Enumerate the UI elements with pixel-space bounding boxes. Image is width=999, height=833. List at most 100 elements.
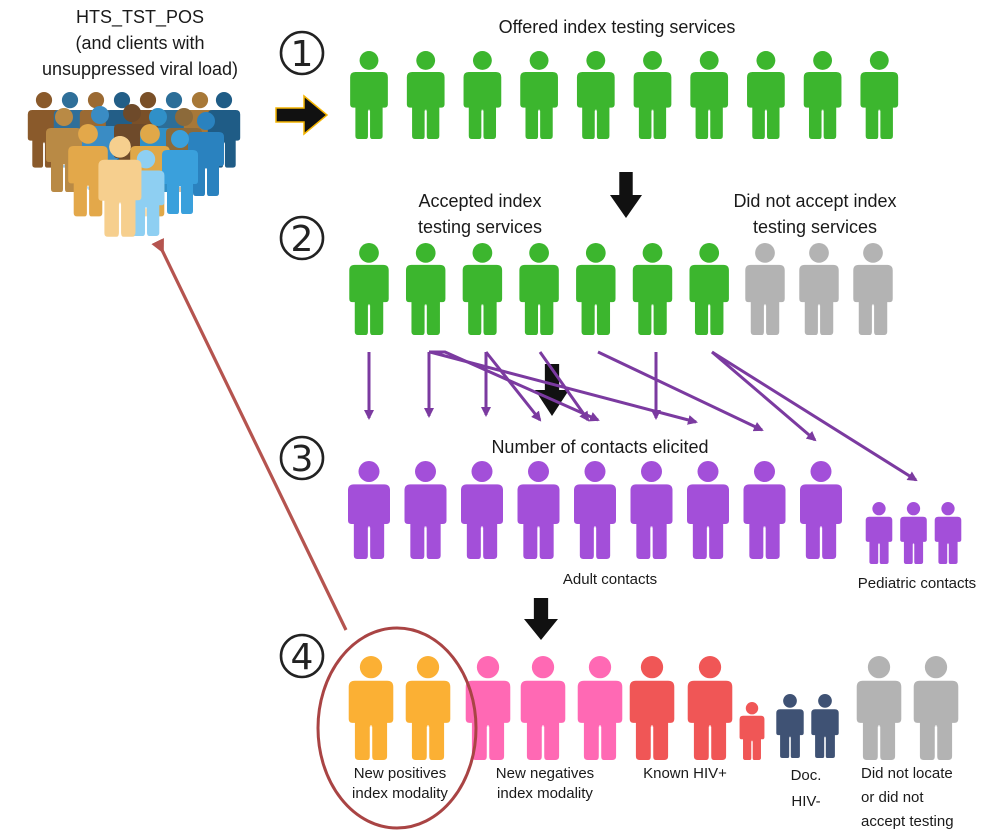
accepted-person-icon-6 [689,243,729,335]
step3-heading: Number of contacts elicited [491,437,709,457]
outcome-1-person-icon-1 [520,656,566,760]
outcome-3-person-icon-0 [776,694,804,758]
pediatric-contacts-label: Pediatric contacts [857,575,977,592]
outcome-4-person-icon-0 [856,656,902,760]
source-person-icon-8 [46,108,82,192]
source-person-icon-9 [82,106,118,190]
source-person-icon-front [98,136,142,236]
step-3-circled-number-icon: 3 [279,435,325,481]
source-person-icon-13 [188,112,224,196]
source-person-icon-4 [131,92,165,168]
source-group-label-line3: unsuppressed viral load) [41,59,239,79]
flow-arrow-icon-1 [275,94,329,136]
outcome-4-person-icon-1 [913,656,959,760]
offered-person-icon-2 [463,51,502,139]
source-person-icon-14 [68,124,108,217]
adult-contact-person-icon-8 [800,461,842,559]
svg-text:1: 1 [291,34,314,75]
adult-contact-person-icon-5 [630,461,673,559]
accepted-person-icon-4 [576,243,616,335]
outcome-new-positives-label-line1: New positives [353,765,447,782]
svg-text:2: 2 [291,219,314,260]
step2-declined-label-line2: testing services [752,217,878,237]
source-person-icon-2 [79,92,113,168]
outcome-documented-negative-label-line2: HIV- [791,793,821,810]
adult-contact-person-icon-0 [348,461,390,559]
accepted-person-icon-2 [462,243,503,335]
offered-person-icon-1 [406,51,445,139]
adult-contact-person-icon-7 [743,461,786,559]
svg-text:4: 4 [291,637,314,678]
offered-person-icon-3 [520,51,558,139]
offered-person-icon-7 [747,51,785,139]
adult-contact-person-icon-1 [404,461,447,559]
offered-person-icon-0 [350,51,388,139]
source-person-icon-18 [127,150,165,236]
outcome-new-negatives-label-line2: index modality [497,785,593,802]
adult-contact-person-icon-2 [461,461,503,559]
accepted-person-icon-3 [519,243,559,335]
source-person-icon-7 [207,92,241,168]
source-person-icon-17 [98,136,142,237]
step-1-circled-number-icon: 1 [279,30,325,76]
source-person-icon-3 [105,92,139,168]
outcome-not-located-label-line3: accept testing [861,813,954,830]
elicitation-arrow-icon-5 [538,351,590,422]
step2-accepted-label-line1: Accepted index [418,191,542,211]
declined-person-icon-1 [799,243,839,335]
source-person-icon-6 [183,92,217,168]
outcome-not-located-label-line1: Did not locate [861,765,953,782]
source-person-icon-0 [27,92,61,168]
outcome-1-person-icon-2 [577,656,623,760]
outcome-2-person-icon-0 [629,656,675,760]
elicitation-arrow-icon-9 [711,350,817,442]
pediatric-contact-person-icon-0 [865,502,893,564]
elicitation-arrow-icon-4 [484,351,542,422]
offered-person-icon-4 [576,51,615,139]
accepted-person-icon-0 [349,243,389,335]
outcome-1-person-icon-0 [465,656,511,760]
outcome-new-negatives-label-line1: New negatives [495,765,595,782]
flow-arrow-icon-3 [535,364,569,416]
adult-contact-person-icon-6 [687,461,729,559]
outcome-known-positive-label: Known HIV+ [643,765,727,782]
offered-person-icon-5 [633,51,672,139]
source-person-icon-12 [166,108,202,192]
source-group-label-line2: (and clients with [75,33,205,53]
source-group-label-line1: HTS_TST_POS [75,7,205,27]
step1-heading: Offered index testing services [498,17,736,37]
source-person-icon-15 [130,124,170,217]
offered-person-icon-9 [860,51,899,139]
elicitation-arrow-icon-7 [597,350,764,432]
outcome-0-person-icon-1 [405,656,451,760]
declined-person-icon-0 [745,243,785,335]
accepted-person-icon-1 [405,243,446,335]
adult-contact-person-icon-3 [517,461,560,559]
source-person-icon-10 [114,104,150,188]
accepted-person-icon-5 [632,243,673,335]
outcome-3-person-icon-1 [811,694,839,758]
declined-person-icon-2 [853,243,893,335]
step-4-circled-number-icon: 4 [279,633,325,679]
outcome-2-person-icon-1 [687,656,733,760]
adult-contacts-label: Adult contacts [562,571,658,588]
offered-person-icon-8 [803,51,842,139]
feedback-arrow-icon [151,237,348,631]
outcome-documented-negative-label-line1: Doc. [790,767,822,784]
outcome-new-positives-label-line2: index modality [352,785,448,802]
step2-accepted-label-line2: testing services [417,217,543,237]
source-person-icon-5 [157,92,191,168]
elicitation-arrow-icon-6 [429,350,698,425]
pediatric-contact-person-icon-2 [934,502,962,564]
elicitation-arrow-icon-10 [711,350,918,482]
source-person-icon-11 [140,108,176,192]
offered-person-icon-6 [690,51,729,139]
source-person-icon-1 [53,92,87,168]
flow-arrow-icon-4 [524,598,558,640]
outcome-not-located-label-line2: or did not [861,789,924,806]
svg-text:3: 3 [291,439,314,480]
outcome-known-positive-child-icon [739,702,765,760]
elicitation-arrow-icon-2 [429,350,600,422]
